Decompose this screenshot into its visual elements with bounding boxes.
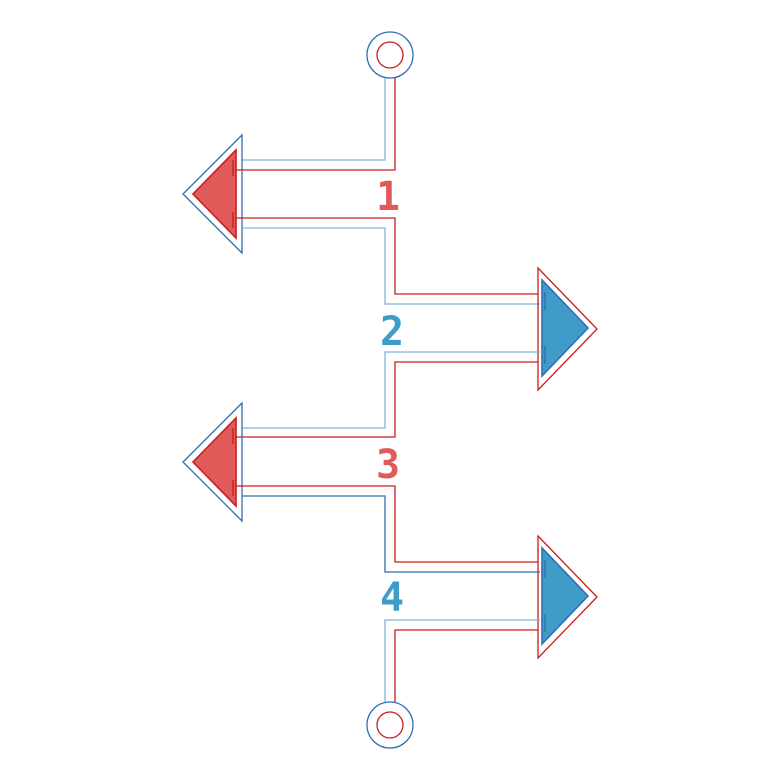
connector-2: [235, 217, 540, 305]
top-terminal-icon: [366, 31, 414, 79]
connector-1-outer: [235, 78, 396, 171]
arrow-left-icon-3: [182, 401, 243, 523]
connector-5: [384, 619, 540, 702]
bottom-terminal-icon: [366, 701, 414, 749]
label-2: 2: [380, 309, 404, 355]
connector-4: [235, 485, 540, 573]
label-1: 1: [376, 174, 400, 220]
connector-3: [235, 351, 540, 438]
label-3: 3: [376, 442, 400, 488]
arrow-left-icon-1: [182, 133, 243, 255]
arrow-right-icon-2: [537, 266, 598, 392]
arrow-right-icon-4: [537, 534, 598, 660]
label-4: 4: [380, 575, 404, 621]
